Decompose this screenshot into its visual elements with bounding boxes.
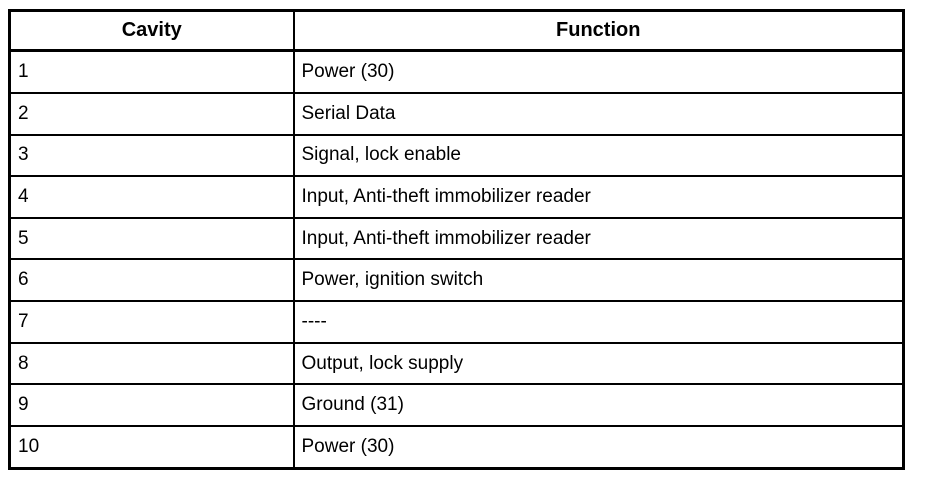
cavity-cell: 7 (8, 300, 295, 344)
table-row: 5 Input, Anti-theft immobilizer reader (8, 216, 905, 261)
cavity-cell: 1 (8, 49, 295, 94)
function-cell: Output, lock supply (292, 341, 905, 386)
cavity-function-table: Cavity Function 1 Power (30) 2 Serial Da… (8, 9, 905, 470)
cavity-cell: 8 (8, 341, 295, 386)
table-header-row: Cavity Function (8, 9, 905, 52)
cavity-cell: 2 (8, 91, 295, 136)
function-column-header: Function (292, 9, 905, 52)
cavity-cell: 6 (8, 258, 295, 303)
function-cell: Signal, lock enable (292, 133, 905, 178)
table-row: 1 Power (30) (8, 49, 905, 94)
cavity-cell: 10 (8, 424, 295, 470)
function-cell: Power (30) (292, 424, 905, 470)
cavity-cell: 4 (8, 175, 295, 219)
cavity-column-header: Cavity (8, 9, 295, 52)
table-row: 3 Signal, lock enable (8, 133, 905, 178)
table-row: 9 Ground (31) (8, 383, 905, 427)
function-cell: Power (30) (292, 49, 905, 94)
table-row: 6 Power, ignition switch (8, 258, 905, 303)
function-cell: Ground (31) (292, 383, 905, 427)
table-row: 7 ---- (8, 300, 905, 344)
function-cell: Power, ignition switch (292, 258, 905, 303)
table-row: 4 Input, Anti-theft immobilizer reader (8, 175, 905, 219)
cavity-cell: 5 (8, 216, 295, 261)
function-cell: ---- (292, 300, 905, 344)
function-cell: Input, Anti-theft immobilizer reader (292, 175, 905, 219)
table-row: 8 Output, lock supply (8, 341, 905, 386)
table-row: 10 Power (30) (8, 424, 905, 470)
function-cell: Serial Data (292, 91, 905, 136)
cavity-cell: 3 (8, 133, 295, 178)
function-cell: Input, Anti-theft immobilizer reader (292, 216, 905, 261)
table-row: 2 Serial Data (8, 91, 905, 136)
cavity-cell: 9 (8, 383, 295, 427)
